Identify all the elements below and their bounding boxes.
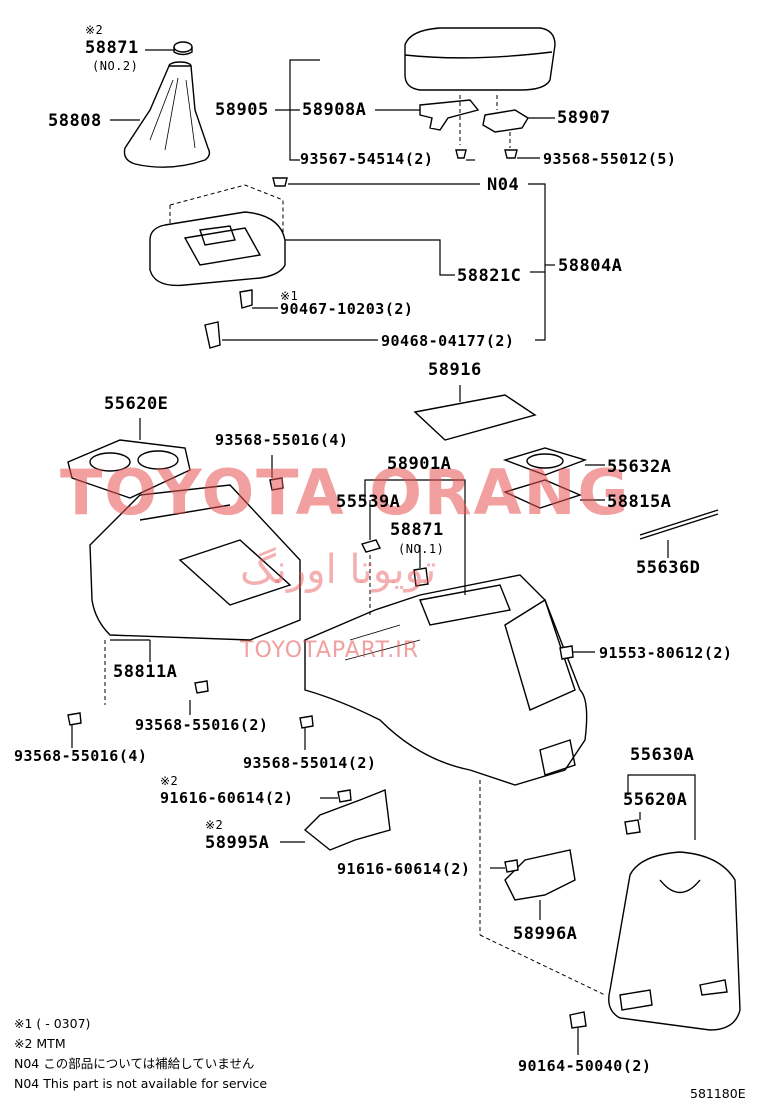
label-58804a[interactable]: 58804A [558, 256, 623, 276]
label-58995a[interactable]: 58995A [205, 833, 270, 853]
part-58808-shift-boot [123, 61, 211, 168]
label-93568-55014[interactable]: 93568-55014(2) [243, 754, 377, 772]
part-58821c-shift-panel [149, 184, 286, 287]
label-90467-10203[interactable]: 90467-10203(2) [280, 300, 414, 318]
part-55620a-clip [624, 819, 641, 835]
watermark-site: TOYOTAPART.IR [240, 638, 420, 663]
part-58995a-bracket [303, 789, 391, 851]
note-marker-2b: ※2 [205, 818, 224, 832]
label-n04[interactable]: N04 [487, 175, 520, 195]
label-93567-54514[interactable]: 93567-54514(2) [300, 150, 434, 168]
part-93568-55014-screw [299, 715, 314, 729]
label-55620a[interactable]: 55620A [623, 790, 688, 810]
part-93568-55016-screw-a [269, 477, 284, 491]
part-55620e-cup-holder [67, 439, 191, 499]
label-55539a[interactable]: 55539A [336, 492, 401, 512]
part-55632a-plate [502, 447, 588, 476]
label-58996a[interactable]: 58996A [513, 924, 578, 944]
footnote-4: N04 This part is not available for servi… [14, 1076, 268, 1091]
label-93568-55016-c[interactable]: 93568-55016(4) [14, 747, 148, 765]
part-55636d-rod [639, 509, 719, 540]
part-91553-screw [559, 645, 574, 660]
label-no1: (NO.1) [398, 542, 445, 556]
note-marker-2a: ※2 [160, 774, 179, 788]
label-58821c[interactable]: 58821C [457, 266, 522, 286]
part-58996a-bracket [504, 849, 576, 901]
label-90164-50040[interactable]: 90164-50040(2) [518, 1057, 652, 1075]
label-93568-55016-b[interactable]: 93568-55016(2) [135, 716, 269, 734]
label-93568-55016-a[interactable]: 93568-55016(4) [215, 431, 349, 449]
footnote-1: ※1 ( - 0307) [14, 1016, 91, 1031]
part-93568-55012-screw [504, 149, 518, 159]
note-marker-2: ※2 [85, 23, 104, 37]
part-58905-armrest-lid [404, 27, 556, 91]
part-58916-mat [413, 394, 537, 441]
part-58871-no2 [173, 41, 193, 56]
footnote-2: ※2 MTM [14, 1036, 66, 1051]
part-90164-screw [569, 1011, 587, 1029]
label-58907[interactable]: 58907 [557, 108, 611, 128]
label-90468-04177[interactable]: 90468-04177(2) [381, 332, 515, 350]
label-58905[interactable]: 58905 [215, 100, 269, 120]
label-91616-60614-b[interactable]: 91616-60614(2) [337, 860, 471, 878]
part-93567-screw [455, 149, 467, 159]
part-58871-no1-knob [413, 567, 429, 587]
label-58871-no2[interactable]: 58871 [85, 38, 139, 58]
label-58901a[interactable]: 58901A [387, 454, 452, 474]
part-90468-clip [204, 321, 221, 349]
label-58808[interactable]: 58808 [48, 111, 102, 131]
part-55539a-clip [360, 539, 382, 553]
watermark-main: TOYOTA ORANG [60, 456, 631, 529]
label-58811a[interactable]: 58811A [113, 662, 178, 682]
part-n04-clip [272, 177, 288, 187]
label-91553-80612[interactable]: 91553-80612(2) [599, 644, 733, 662]
label-no2: (NO.2) [92, 59, 139, 73]
part-55630a-rear-panel [608, 851, 741, 1031]
label-58908a[interactable]: 58908A [302, 100, 367, 120]
label-91616-60614-a[interactable]: 91616-60614(2) [160, 789, 294, 807]
label-93568-55012[interactable]: 93568-55012(5) [543, 150, 677, 168]
part-58815a-pad [503, 479, 582, 509]
label-55636d[interactable]: 55636D [636, 558, 701, 578]
label-55630a[interactable]: 55630A [630, 745, 695, 765]
part-58907-latch [482, 109, 529, 133]
part-93568-55016-screw-b [194, 680, 209, 694]
label-58871-no1[interactable]: 58871 [390, 520, 444, 540]
part-93568-55016-screw-c [67, 712, 82, 726]
label-55620e[interactable]: 55620E [104, 394, 169, 414]
part-91616-screw-a [337, 789, 352, 803]
part-58908a-hinge [419, 99, 480, 131]
watermark-persian: تویوتا اورنگ [240, 547, 437, 593]
part-58811a-console-rear [89, 484, 301, 641]
part-58901a-console-front [304, 574, 588, 786]
label-58916[interactable]: 58916 [428, 360, 482, 380]
part-91616-screw-b [504, 859, 519, 873]
label-58815a[interactable]: 58815A [607, 492, 672, 512]
part-90467-clip [239, 289, 253, 309]
label-55632a[interactable]: 55632A [607, 457, 672, 477]
footnote-3: N04 この部品については補給していません [14, 1056, 255, 1071]
note-marker-1: ※1 [280, 289, 299, 303]
figure-id: 581180E [690, 1086, 746, 1101]
